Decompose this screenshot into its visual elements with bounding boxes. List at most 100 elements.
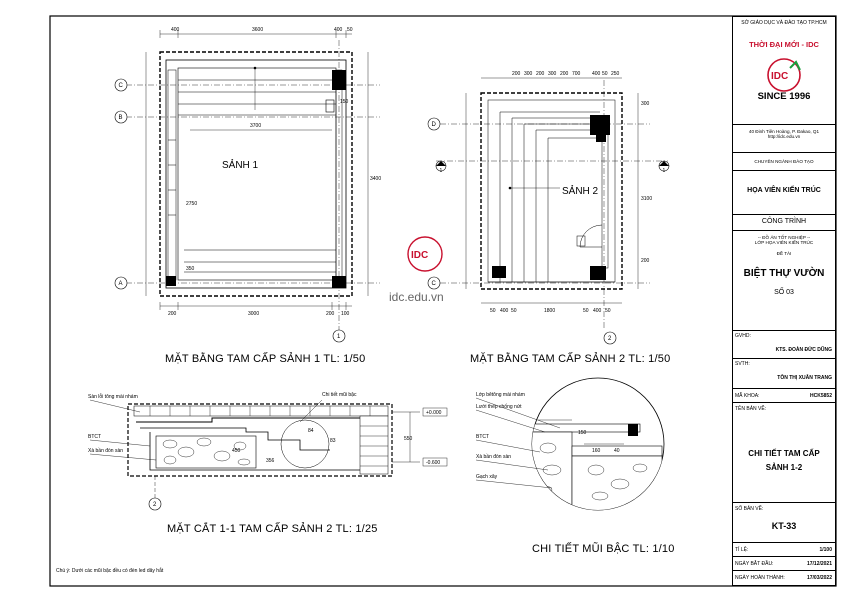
end-label: NGÀY HOÀN THÀNH: (735, 575, 785, 581)
grid-bubble (427, 117, 441, 131)
callout-label: BTCT (88, 434, 101, 440)
grid-bubble (114, 110, 128, 124)
callout-label: Chi tiết mũi bậc (322, 392, 357, 398)
project-sub1: -- ĐỒ ÁN TỐT NGHIỆP -- (757, 235, 811, 240)
dim-label: 100 (341, 311, 350, 317)
scale-value: 1/100 (819, 547, 832, 553)
dim-label: 50 (602, 71, 608, 77)
dim-label: 160 (592, 448, 601, 454)
dim-label: 300 (548, 71, 557, 77)
project-cell: -- ĐỒ ÁN TỐT NGHIỆP -- LỚP HỌA VIÊN KIẾN… (733, 231, 835, 331)
dim-label: 50 (605, 308, 611, 314)
drawing-name-text: CHI TIẾT TAM CẤP SẢNH 1-2 (748, 449, 820, 472)
dim-label: 400 (334, 27, 343, 33)
plan2-outline (480, 92, 623, 290)
number-text: SỐ 03 (774, 289, 794, 296)
dim-label: 400 (592, 71, 601, 77)
dim-label: 250 (611, 71, 620, 77)
dim-label: 200 (326, 311, 335, 317)
dim-label: 700 (572, 71, 581, 77)
dim-label: 50 (511, 308, 517, 314)
dim-label: 50 (490, 308, 496, 314)
brand-text: THỜI ĐẠI MỚI - IDC (749, 40, 819, 49)
topic-label: ĐỀ TÀI (776, 251, 792, 256)
dim-label: 400 (500, 308, 509, 314)
grid-label: 2 (153, 502, 157, 508)
idc-logo: IDC (767, 58, 801, 92)
dim-label: 200 (536, 71, 545, 77)
dim-label: 3000 (248, 311, 259, 317)
drawing-name-label: TÊN BẢN VẼ: (735, 406, 767, 412)
gvhd-label: GVHD: (735, 333, 751, 339)
drawing-no-cell: SỐ BẢN VẼ: KT-33 (733, 503, 835, 543)
grid-label: B (119, 115, 123, 121)
dim-label: 350 (186, 266, 195, 272)
callout-label: Sàn lỗi tông mài nhám (88, 393, 138, 400)
watermark-logo: IDC (407, 236, 443, 272)
dim-label: 50 (347, 27, 353, 33)
dim-label: 40 (614, 448, 620, 454)
dim-label: 50 (583, 308, 589, 314)
plan1-outline (159, 51, 353, 297)
dim-label: 300 (641, 101, 650, 107)
dimension-labels: 400 3600 400 50 3700 200 3000 200 100 15… (88, 27, 666, 508)
website-text: http://idc.edu.vn (767, 134, 801, 139)
scale-label: TỈ LỆ: (735, 547, 749, 553)
plan1-title: MẶT BẰNG TAM CẤP SẢNH 1 TL: 1/50 (165, 353, 366, 365)
section-label: 1 (440, 168, 443, 174)
nose-detail (475, 377, 665, 511)
dim-label: 400 (171, 27, 180, 33)
end-cell: NGÀY HOÀN THÀNH: 17/03/2022 (733, 571, 835, 585)
dim-label: 3100 (641, 196, 652, 202)
dim-label: 356 (266, 458, 275, 464)
since-text: SINCE 1996 (757, 91, 811, 102)
dept-text: SỞ GIÁO DỤC VÀ ĐÀO TẠO TP.HCM (741, 20, 827, 26)
start-label: NGÀY BẮT ĐẦU: (735, 561, 774, 567)
section-label: 1 (663, 168, 666, 174)
svg-text:IDC: IDC (771, 71, 788, 82)
dim-label: 150 (340, 99, 349, 105)
grid-bubble (603, 331, 617, 345)
gvhd-value: KTS. ĐOÀN ĐỨC DŨNG (775, 347, 832, 353)
dim-label: 150 (578, 430, 587, 436)
dim-label: 200 (641, 258, 650, 264)
grid-bubble (427, 276, 441, 290)
dim-label: 200 (560, 71, 569, 77)
address-text: 40 Đinh Tiên Hoàng, P. Đakao, Q1 (748, 129, 820, 134)
major-text: HỌA VIÊN KIẾN TRÚC (747, 187, 821, 194)
plan2-title: MẶT BẰNG TAM CẤP SẢNH 2 TL: 1/50 (470, 353, 671, 365)
grid-label: C (432, 281, 437, 287)
drawing-name-cell: TÊN BẢN VẼ: CHI TIẾT TAM CẤP SẢNH 1-2 (733, 403, 835, 503)
grid-bubble (114, 78, 128, 92)
grid-label: C (119, 83, 124, 89)
dim-label: 400 (593, 308, 602, 314)
dim-label: 550 (404, 436, 413, 442)
address-block: 40 Đinh Tiên Hoàng, P. Đakao, Q1 http://… (733, 125, 835, 153)
start-cell: NGÀY BẮT ĐẦU: 17/12/2021 (733, 557, 835, 571)
dim-label: 3600 (252, 27, 263, 33)
grid-bubble (114, 276, 128, 290)
major-label: CHUYÊN NGÀNH ĐÀO TẠO (754, 159, 814, 164)
start-value: 17/12/2021 (806, 561, 832, 567)
callout-label: Gạch xây (476, 474, 498, 480)
code-value: HCK5852 (810, 393, 832, 399)
project-label: CÔNG TRÌNH (761, 218, 807, 225)
sheet-border (49, 15, 837, 587)
gvhd-cell: GVHD: KTS. ĐOÀN ĐỨC DŨNG (733, 331, 835, 359)
section-title: MẶT CẮT 1-1 TAM CẤP SẢNH 2 TL: 1/25 (167, 523, 378, 535)
svth-label: SVTH: (735, 361, 750, 367)
major-cell: HỌA VIÊN KIẾN TRÚC (733, 171, 835, 215)
project-label-cell: CÔNG TRÌNH (733, 215, 835, 231)
title-block-header: SỞ GIÁO DỤC VÀ ĐÀO TẠO TP.HCM THỜI ĐẠI M… (733, 17, 835, 125)
drawing-no-label: SỐ BẢN VẼ: (735, 506, 764, 512)
title-block: SỞ GIÁO DỤC VÀ ĐÀO TẠO TP.HCM THỜI ĐẠI M… (732, 16, 836, 586)
detail-title: CHI TIẾT MŨI BẬC TL: 1/10 (532, 543, 675, 555)
scale-cell: TỈ LỆ: 1/100 (733, 543, 835, 557)
dim-label: 200 (168, 311, 177, 317)
callout-label: Xà bần đòn sàn (88, 448, 123, 454)
grid-label: A (119, 281, 123, 287)
dim-label: 300 (524, 71, 533, 77)
dim-label: 2750 (186, 201, 197, 207)
dim-label: 200 (512, 71, 521, 77)
